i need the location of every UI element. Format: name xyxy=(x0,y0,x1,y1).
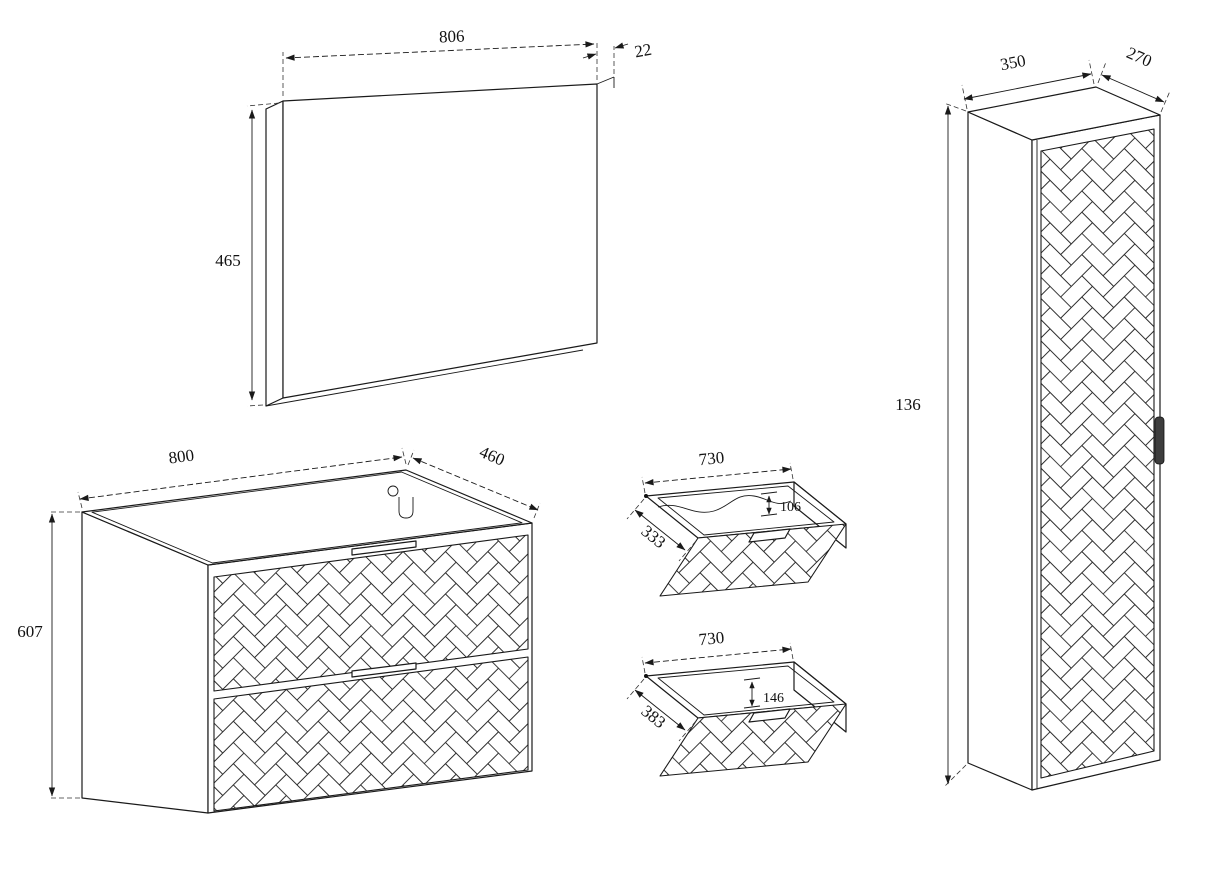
mirror-bottom-edge xyxy=(265,349,584,407)
mirror-height-dimension: 465 xyxy=(215,251,241,270)
top-drawer-height-dimension: 106 xyxy=(780,500,801,515)
dimension-origin-dot xyxy=(644,674,648,678)
top-drawer-front-panel xyxy=(659,523,847,597)
tall-cabinet-door xyxy=(1040,128,1155,779)
bottom-drawer-front-panel xyxy=(659,703,847,777)
top-drawer-box-inner xyxy=(657,485,835,536)
mirror-dimensions: 806 22 465 xyxy=(215,26,653,407)
dimension-origin-dot xyxy=(644,494,648,498)
vanity-depth-dimension: 460 xyxy=(477,442,508,469)
bottom-drawer-width-dimension: 730 xyxy=(698,628,725,649)
tall-cabinet-height-dimension: 136 xyxy=(895,395,921,414)
top-drawer-handle-notch xyxy=(748,528,791,543)
vanity-top-drawer-handle xyxy=(351,540,417,556)
mirror-drawing: 806 22 465 xyxy=(215,26,653,407)
mirror-width-dimension: 806 xyxy=(439,26,465,46)
tall-cabinet-door-handle xyxy=(1154,416,1165,465)
vanity-bottom-drawer-front xyxy=(213,656,529,812)
mirror-top-back-edge xyxy=(596,76,615,85)
top-drawer-width-dimension: 730 xyxy=(698,448,725,469)
vanity-drawing: 800 460 607 xyxy=(17,442,541,814)
top-drawer-depth-dimension: 333 xyxy=(638,521,670,552)
mirror-face xyxy=(282,83,598,399)
bottom-drawer-box-inner xyxy=(657,665,835,716)
tall-cabinet-drawing: 350 270 136 xyxy=(895,43,1171,791)
vanity-dimensions: 800 460 607 xyxy=(17,442,541,799)
tall-cabinet-depth-dimension: 270 xyxy=(1124,43,1155,71)
vanity-width-dimension: 800 xyxy=(167,445,195,467)
bottom-drawer-handle-notch xyxy=(748,708,791,723)
bottom-drawer-height-dimension: 146 xyxy=(763,691,784,706)
mirror-thickness-dimension: 22 xyxy=(633,40,653,62)
mirror-side-edge xyxy=(265,100,284,407)
bottom-drawer-depth-dimension: 383 xyxy=(638,701,670,732)
vanity-height-dimension: 607 xyxy=(17,622,43,641)
top-drawer-detail-drawing: 730 333 106 xyxy=(626,448,847,597)
tall-cabinet-left-side xyxy=(967,111,1033,791)
vanity-bottom-drawer-handle xyxy=(351,662,417,678)
vanity-top-drawer-front xyxy=(213,534,529,692)
tall-cabinet-width-dimension: 350 xyxy=(999,51,1028,75)
bottom-drawer-detail-drawing: 730 383 146 xyxy=(626,628,847,777)
siphon-bracket xyxy=(398,497,414,519)
